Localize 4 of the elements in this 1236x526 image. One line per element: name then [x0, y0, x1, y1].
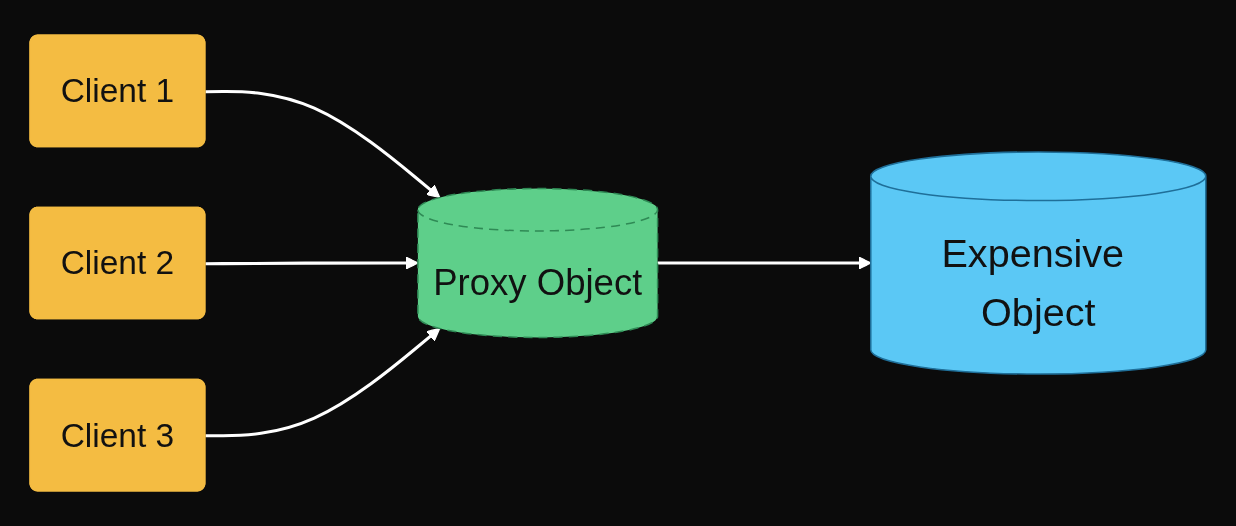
arrow	[205, 327, 441, 438]
arrow	[205, 90, 441, 199]
arrow	[205, 256, 419, 270]
arrow	[657, 256, 872, 270]
